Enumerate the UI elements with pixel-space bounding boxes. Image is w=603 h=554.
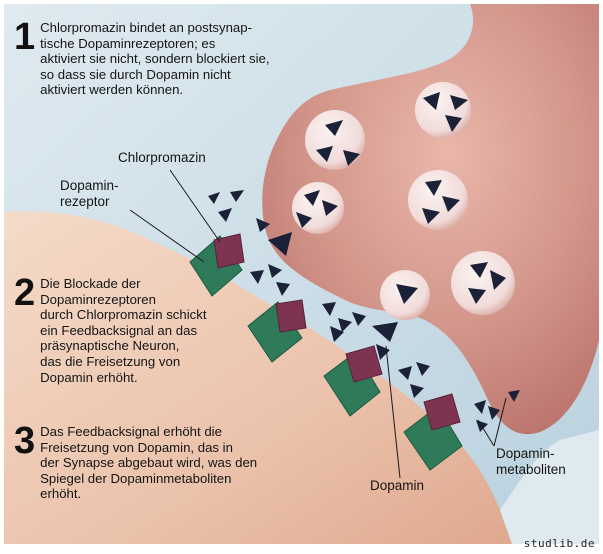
receptor-4	[403, 393, 463, 471]
watermark: studlib.de	[523, 537, 595, 550]
label-dopamin: Dopamin	[370, 478, 425, 493]
receptors	[189, 233, 463, 471]
step-3: 3 Das Feedbacksignal erhöht die Freisetz…	[14, 420, 258, 502]
step-2: 2 Die Blockade der Dopaminrezeptoren dur…	[14, 272, 207, 385]
postsynaptic-neuron	[4, 211, 512, 545]
receptor-3	[323, 345, 383, 417]
released-dopamine	[208, 190, 520, 432]
leader-lines	[129, 169, 507, 479]
step-1-number: 1	[14, 16, 36, 58]
step-2-number: 2	[14, 272, 36, 314]
step-2-text: Die Blockade der Dopaminrezeptoren durch…	[40, 276, 207, 385]
step-1-text: Chlorpromazin bindet an postsynap- tisch…	[40, 20, 270, 98]
label-dopamin-metaboliten: Dopamin- metaboliten	[496, 446, 566, 477]
receptor-2	[247, 299, 307, 363]
receptor-1	[189, 233, 245, 297]
label-chlorpromazin: Chlorpromazin	[118, 150, 206, 165]
step-3-number: 3	[14, 420, 36, 462]
vesicle-dopamine	[296, 92, 506, 304]
step-3-text: Das Feedbacksignal erhöht die Freisetzun…	[40, 424, 258, 502]
step-1: 1 Chlorpromazin bindet an postsynap- tis…	[14, 16, 270, 98]
label-dopamin-rezeptor: Dopamin- rezeptor	[60, 178, 119, 209]
